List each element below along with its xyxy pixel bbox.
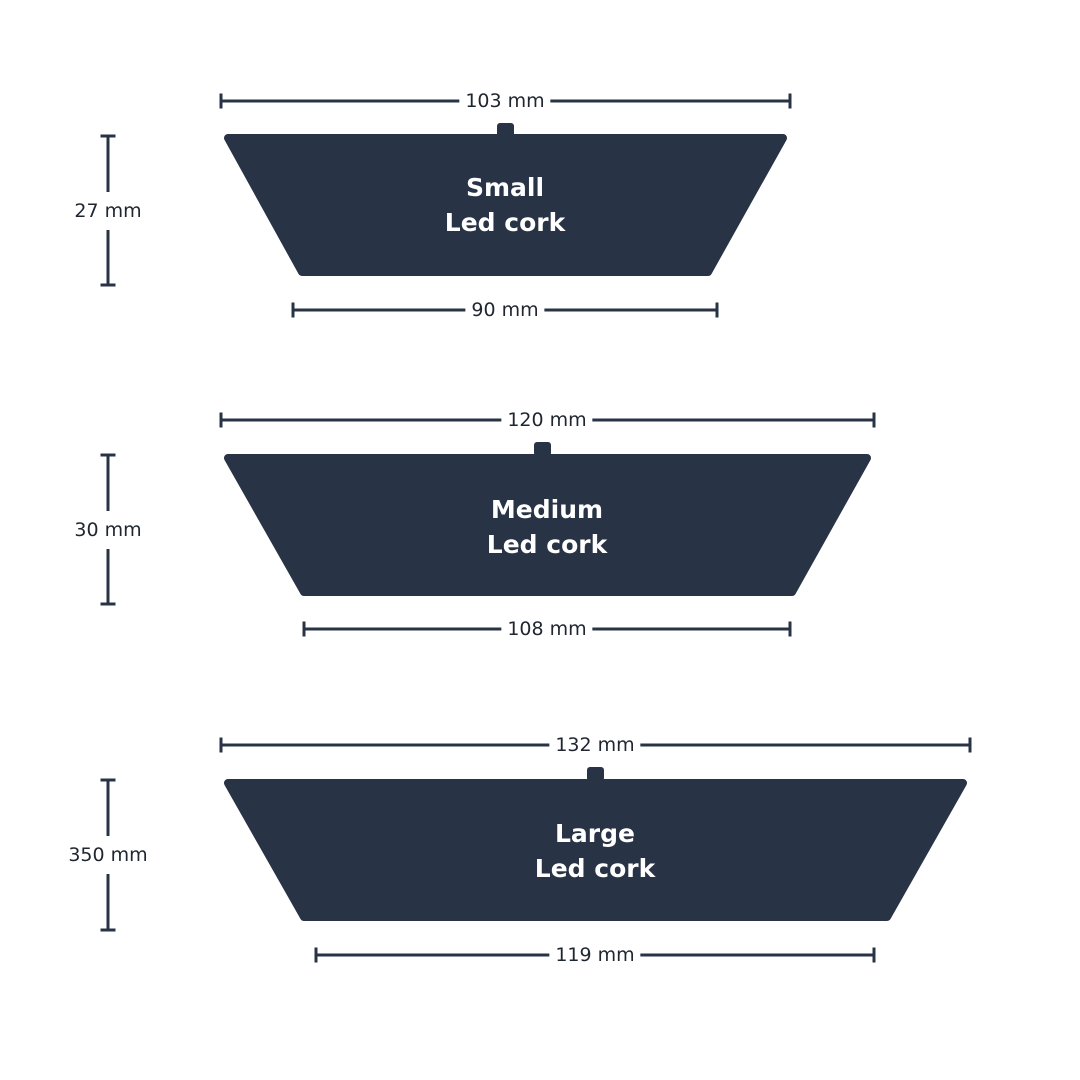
medium-led-cork-shape <box>224 442 871 596</box>
large-top-width-label: 132 mm <box>549 734 641 756</box>
small-height-label: 27 mm <box>74 192 142 230</box>
medium-top-width-label: 120 mm <box>501 409 593 431</box>
medium-height-label: 30 mm <box>74 511 142 549</box>
small-title-line1: Small <box>465 173 545 202</box>
large-led-cork-shape <box>224 767 967 921</box>
large-title-line1: Large <box>555 819 635 848</box>
large-bottom-width-label: 119 mm <box>549 944 641 966</box>
medium-title: Medium Led cork <box>487 492 607 562</box>
small-led-cork-shape <box>224 123 787 276</box>
large-title-line2: Led cork <box>534 854 656 883</box>
medium-title-line2: Led cork <box>486 530 608 559</box>
small-top-width-label: 103 mm <box>459 90 551 112</box>
small-bottom-width-label: 90 mm <box>465 299 545 321</box>
large-title: Large Led cork <box>535 816 655 886</box>
medium-title-line1: Medium <box>490 495 604 524</box>
medium-bottom-width-label: 108 mm <box>501 618 593 640</box>
large-height-label: 350 mm <box>68 836 148 874</box>
small-title-line2: Led cork <box>444 208 566 237</box>
small-title: Small Led cork <box>445 170 565 240</box>
